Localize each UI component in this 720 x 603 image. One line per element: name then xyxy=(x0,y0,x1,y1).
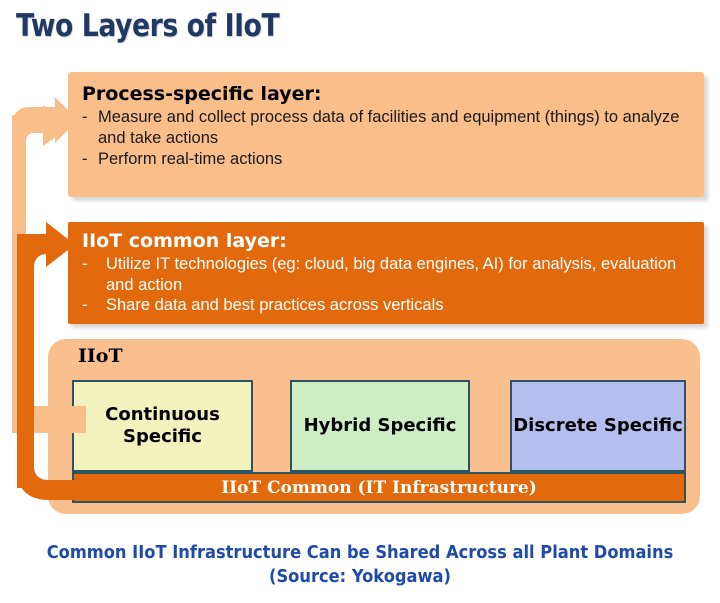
domain-box-continuous: Continuous Specific xyxy=(72,380,253,472)
list-item: - Measure and collect process data of fa… xyxy=(82,107,690,148)
caption: Common IIoT Infrastructure Can be Shared… xyxy=(0,541,720,589)
process-layer-heading: Process-specific layer: xyxy=(82,83,322,105)
caption-line-2: (Source: Yokogawa) xyxy=(269,567,451,587)
caption-line-1: Common IIoT Infrastructure Can be Shared… xyxy=(46,543,674,563)
common-layer-arrow-top-elbow xyxy=(17,234,58,278)
common-layer-arrow-neck xyxy=(17,234,57,254)
bullet-text: Share data and best practices across ver… xyxy=(106,296,444,314)
iiot-panel: IIoT Continuous Specific Hybrid Specific… xyxy=(48,339,700,514)
list-item: - Utilize IT technologies (eg: cloud, bi… xyxy=(82,254,690,295)
page-title: Two Layers of IIoT xyxy=(16,8,280,44)
bullet-dash-icon: - xyxy=(82,255,88,273)
iiot-common-layer-box: IIoT common layer: - Utilize IT technolo… xyxy=(68,222,704,324)
process-layer-bullets: - Measure and collect process data of fa… xyxy=(82,107,690,170)
iiot-panel-label: IIoT xyxy=(78,345,123,367)
process-layer-arrow-vertical xyxy=(12,124,26,432)
bullet-text: Utilize IT technologies (eg: cloud, big … xyxy=(106,255,677,294)
iiot-common-infrastructure-bar: IIoT Common (IT Infrastructure) xyxy=(72,472,686,503)
list-item: - Perform real-time actions xyxy=(82,149,690,170)
domain-box-discrete: Discrete Specific xyxy=(510,380,686,472)
process-layer-arrow-elbow xyxy=(12,115,44,150)
bullet-text: Measure and collect process data of faci… xyxy=(98,108,680,147)
domain-box-hybrid: Hybrid Specific xyxy=(290,380,470,472)
common-layer-arrow-vertical xyxy=(17,248,34,488)
bullet-dash-icon: - xyxy=(82,296,88,314)
bullet-dash-icon: - xyxy=(82,150,88,168)
list-item: - Share data and best practices across v… xyxy=(82,295,690,316)
bullet-dash-icon: - xyxy=(82,108,88,126)
process-specific-layer-box: Process-specific layer: - Measure and co… xyxy=(68,72,704,197)
process-layer-arrow-neck xyxy=(12,115,50,133)
bullet-text: Perform real-time actions xyxy=(98,150,283,168)
common-layer-heading: IIoT common layer: xyxy=(82,230,287,252)
common-layer-bullets: - Utilize IT technologies (eg: cloud, bi… xyxy=(82,254,690,316)
